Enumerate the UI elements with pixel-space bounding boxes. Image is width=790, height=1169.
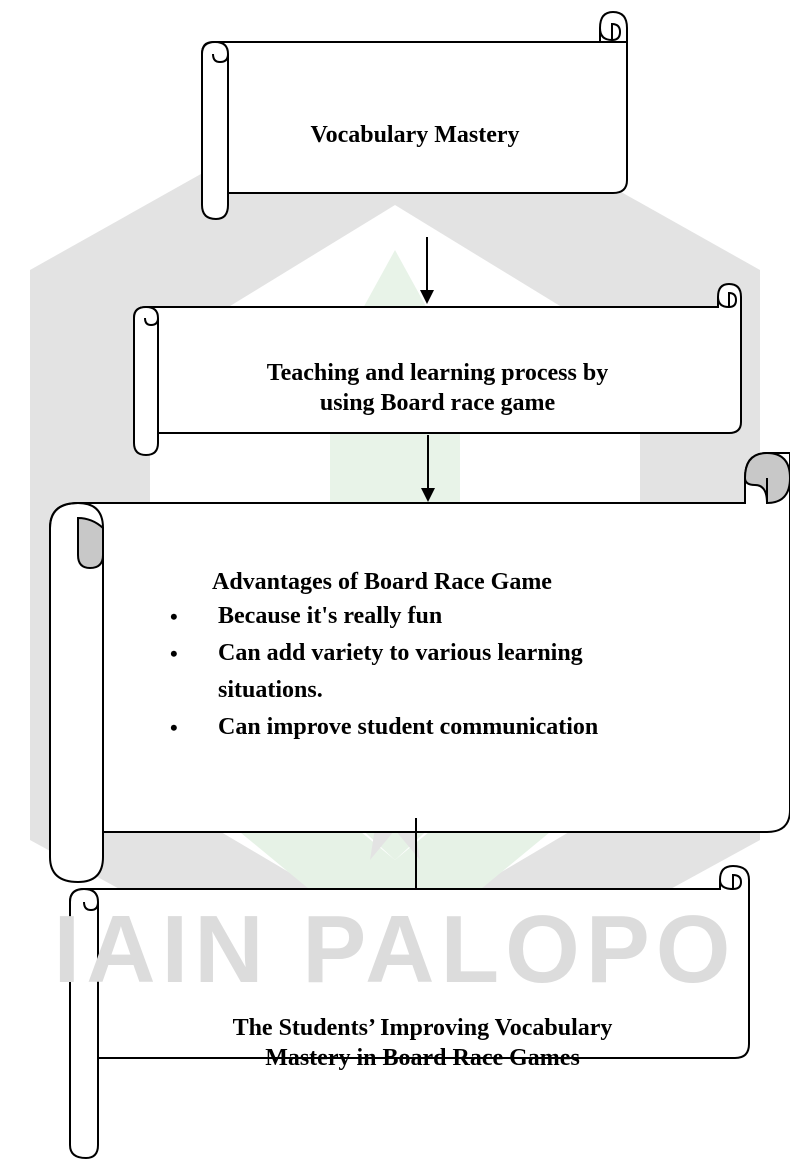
arrow-1 [420,237,434,304]
scroll-box-2 [133,282,742,457]
box-1-label: Vocabulary Mastery [230,120,600,150]
box-2-line-1: Teaching and learning process by [266,360,609,386]
bullet-icon: • [170,604,178,629]
box-2-label: Teaching and learning process by using B… [160,358,715,418]
bullet-icon: • [170,715,178,740]
list-item-text: Because it's really fun [218,603,443,629]
box-4-label: The Students’ Improving Vocabulary Maste… [100,1013,745,1073]
list-item-text: Can add variety to various learning [218,640,583,666]
box-4-line-2: Mastery in Board Race Games [265,1045,580,1071]
bullet-icon: • [170,641,178,666]
list-item: • Can improve student communication [170,709,770,746]
box-3-list: • Because it's really fun • Can add vari… [170,598,770,746]
list-item-text-cont: situations. [218,677,323,703]
box-3-title: Advantages of Board Race Game [212,569,552,595]
box-2-line-2: using Board race game [319,390,556,416]
box-4-line-1: The Students’ Improving Vocabulary [232,1015,613,1041]
list-item: • Can add variety to various learning si… [170,635,770,709]
arrow-2 [421,435,435,502]
watermark-text: IAIN PALOPO [53,896,737,1003]
box-1-text: Vocabulary Mastery [310,122,520,148]
scroll-box-4 [69,864,750,1160]
scroll-box-3 [49,451,790,884]
scroll-box-1 [201,10,628,221]
list-item-text: Can improve student communication [218,714,599,740]
list-item: • Because it's really fun [170,598,770,635]
